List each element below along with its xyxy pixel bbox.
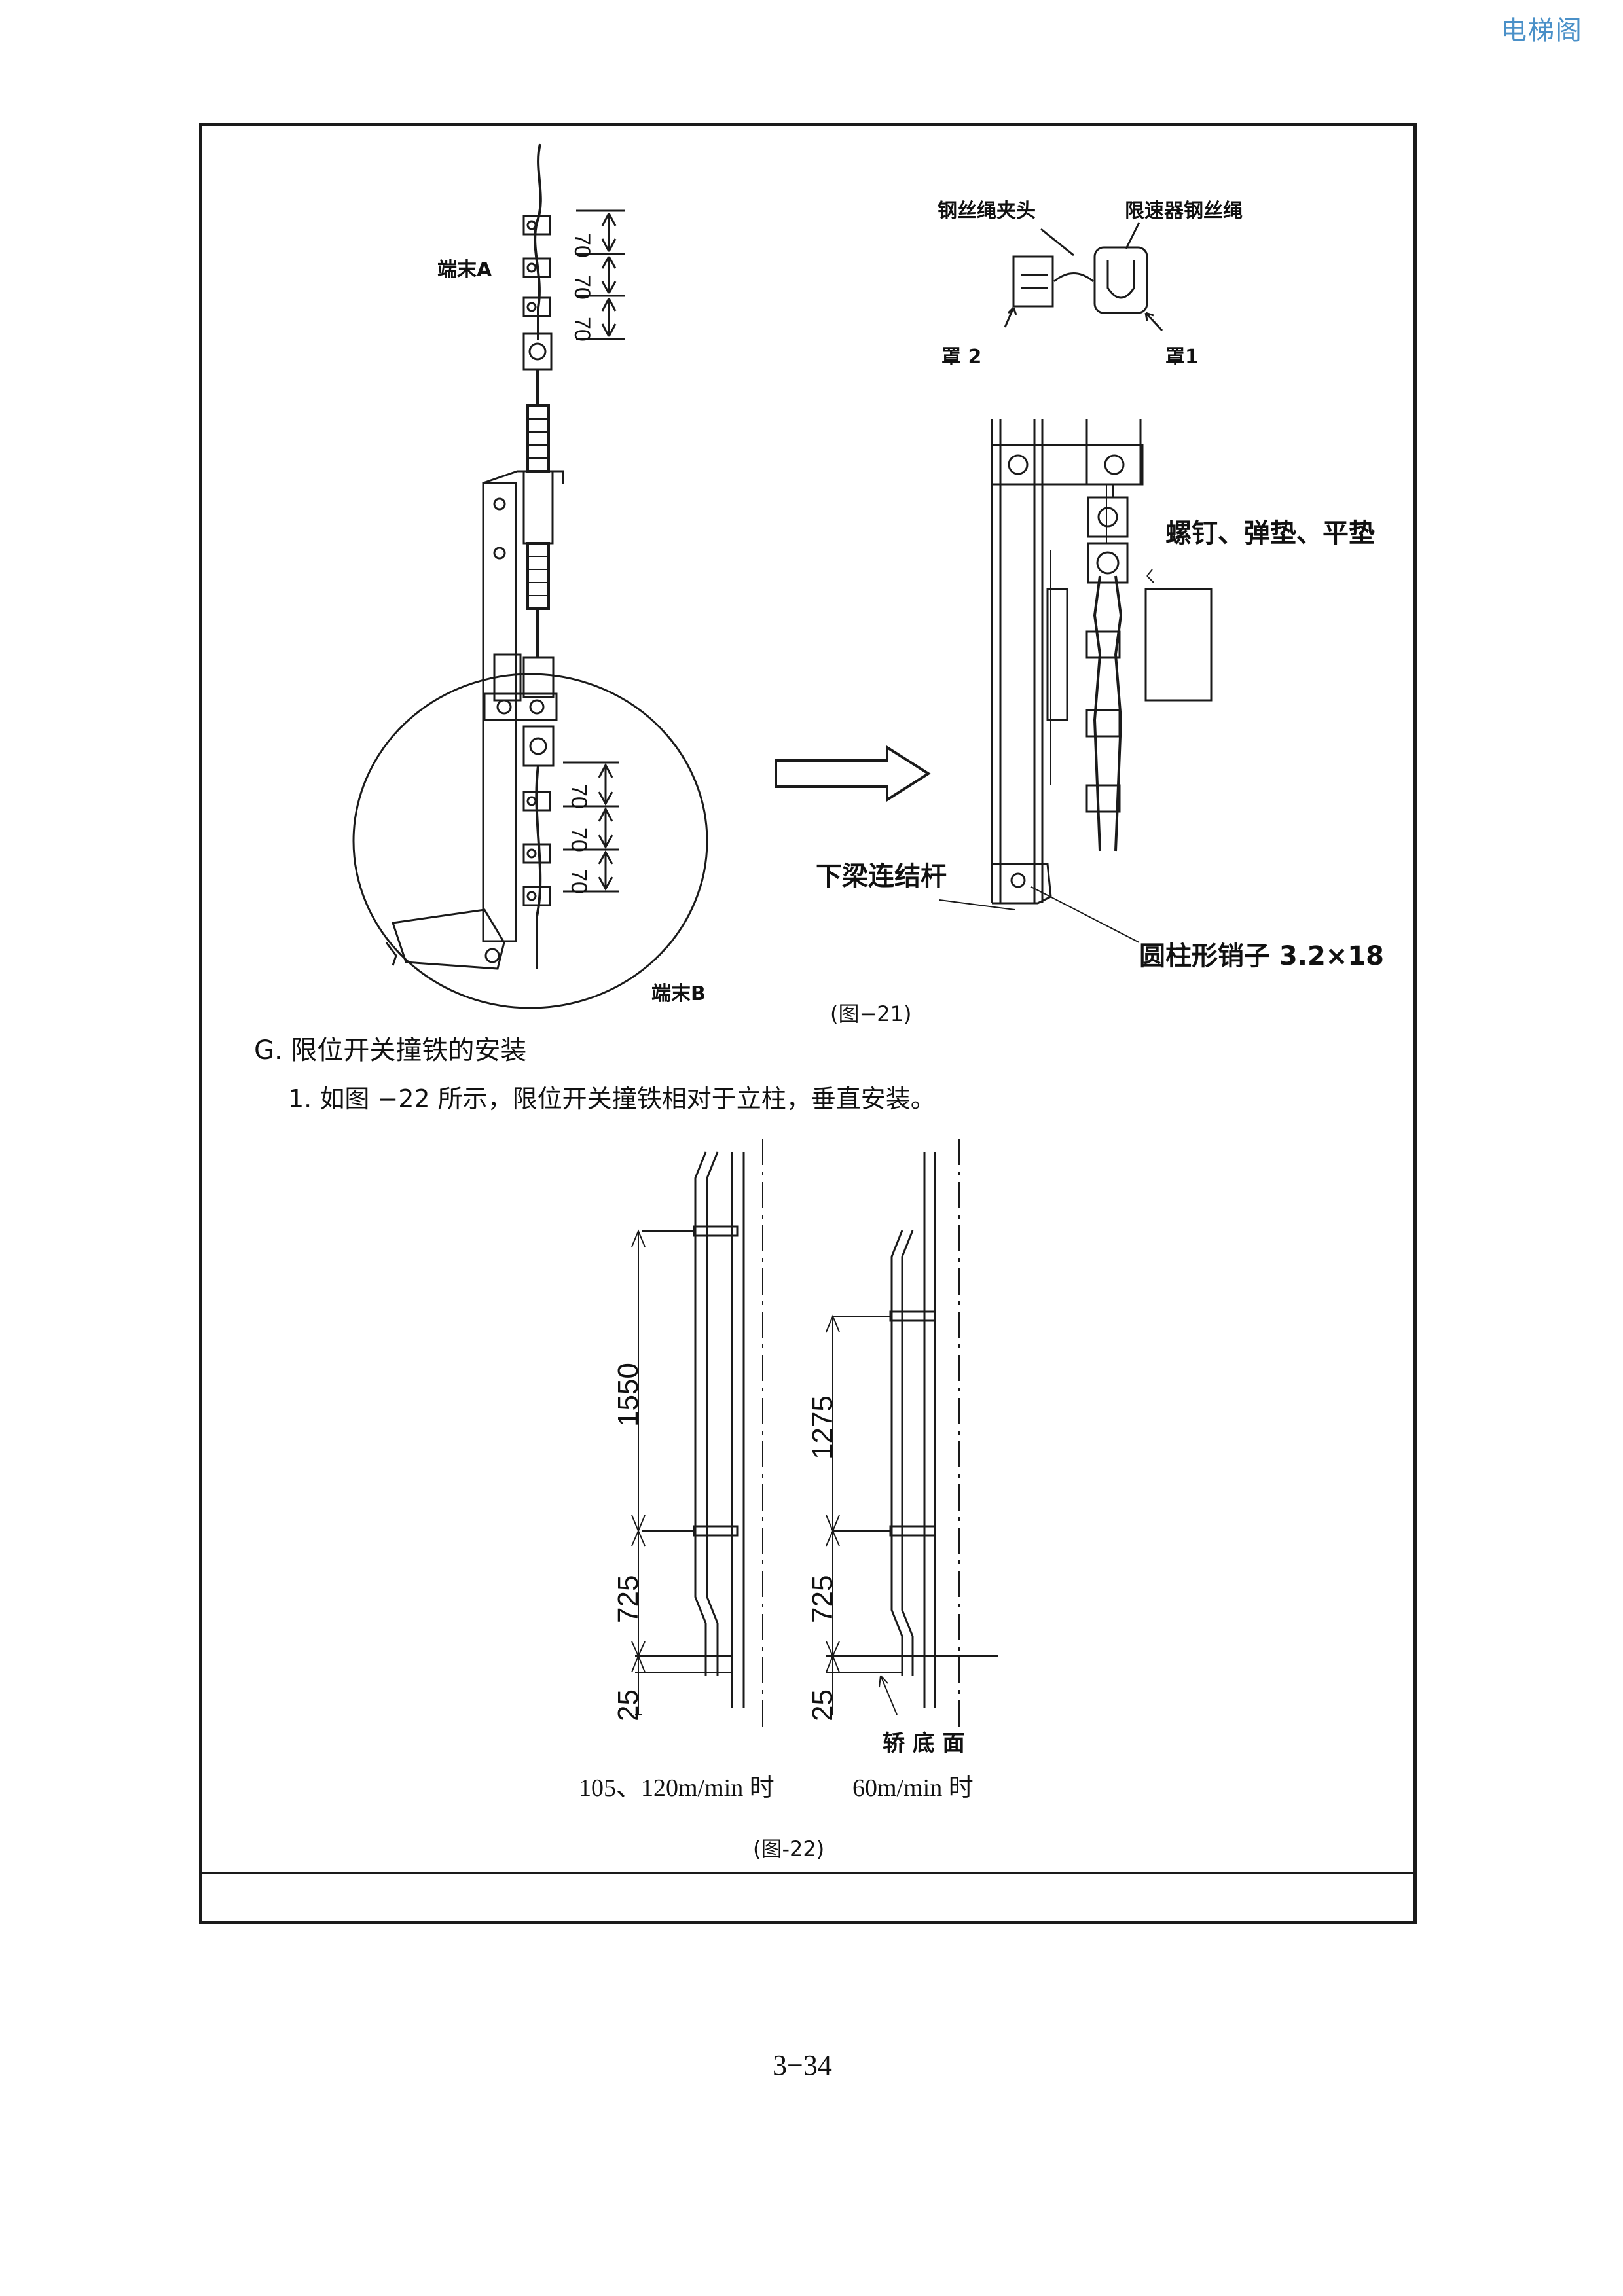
label-cover-2: 罩 2 xyxy=(941,346,982,368)
dim-right-25: 25 xyxy=(807,1689,839,1721)
page-frame xyxy=(199,123,1417,1924)
speed-label-right: 60m/min 时 xyxy=(852,1774,974,1802)
section-paragraph: 1. 如图 −22 所示，限位开关撞铁相对于立柱，垂直安装。 xyxy=(288,1085,936,1113)
frame-divider xyxy=(199,1872,1417,1874)
dim-right-1275: 1275 xyxy=(807,1395,839,1460)
label-cover-1: 罩1 xyxy=(1165,346,1199,368)
watermark: 电梯阁 xyxy=(1501,16,1583,46)
dim-left-725: 725 xyxy=(612,1575,644,1623)
page-number: 3−34 xyxy=(773,2049,832,2081)
label-car-floor: 轿 底 面 xyxy=(883,1731,965,1757)
figure-21-caption: (图−21) xyxy=(830,1001,912,1026)
label-bolts-washers: 螺钉、弹垫、平垫 xyxy=(1165,518,1375,548)
label-lower-beam-link: 下梁连结杆 xyxy=(816,861,947,891)
dim-left-1550: 1550 xyxy=(612,1363,644,1427)
figure-22-caption: (图-22) xyxy=(753,1837,825,1861)
section-heading: G. 限位开关撞铁的安装 xyxy=(254,1035,527,1066)
label-cylindrical-pin: 圆柱形销子 3.2×18 xyxy=(1139,941,1384,971)
speed-label-left: 105、120m/min 时 xyxy=(579,1774,775,1802)
dim-left-25: 25 xyxy=(612,1689,644,1721)
rope-clips-end-a xyxy=(522,215,551,317)
label-end-a: 端末A xyxy=(437,259,492,281)
label-governor-rope: 限速器钢丝绳 xyxy=(1125,200,1243,223)
label-rope-clip: 钢丝绳夹头 xyxy=(938,200,1036,223)
label-end-b: 端末B xyxy=(651,982,706,1005)
dim-right-725: 725 xyxy=(807,1575,839,1623)
